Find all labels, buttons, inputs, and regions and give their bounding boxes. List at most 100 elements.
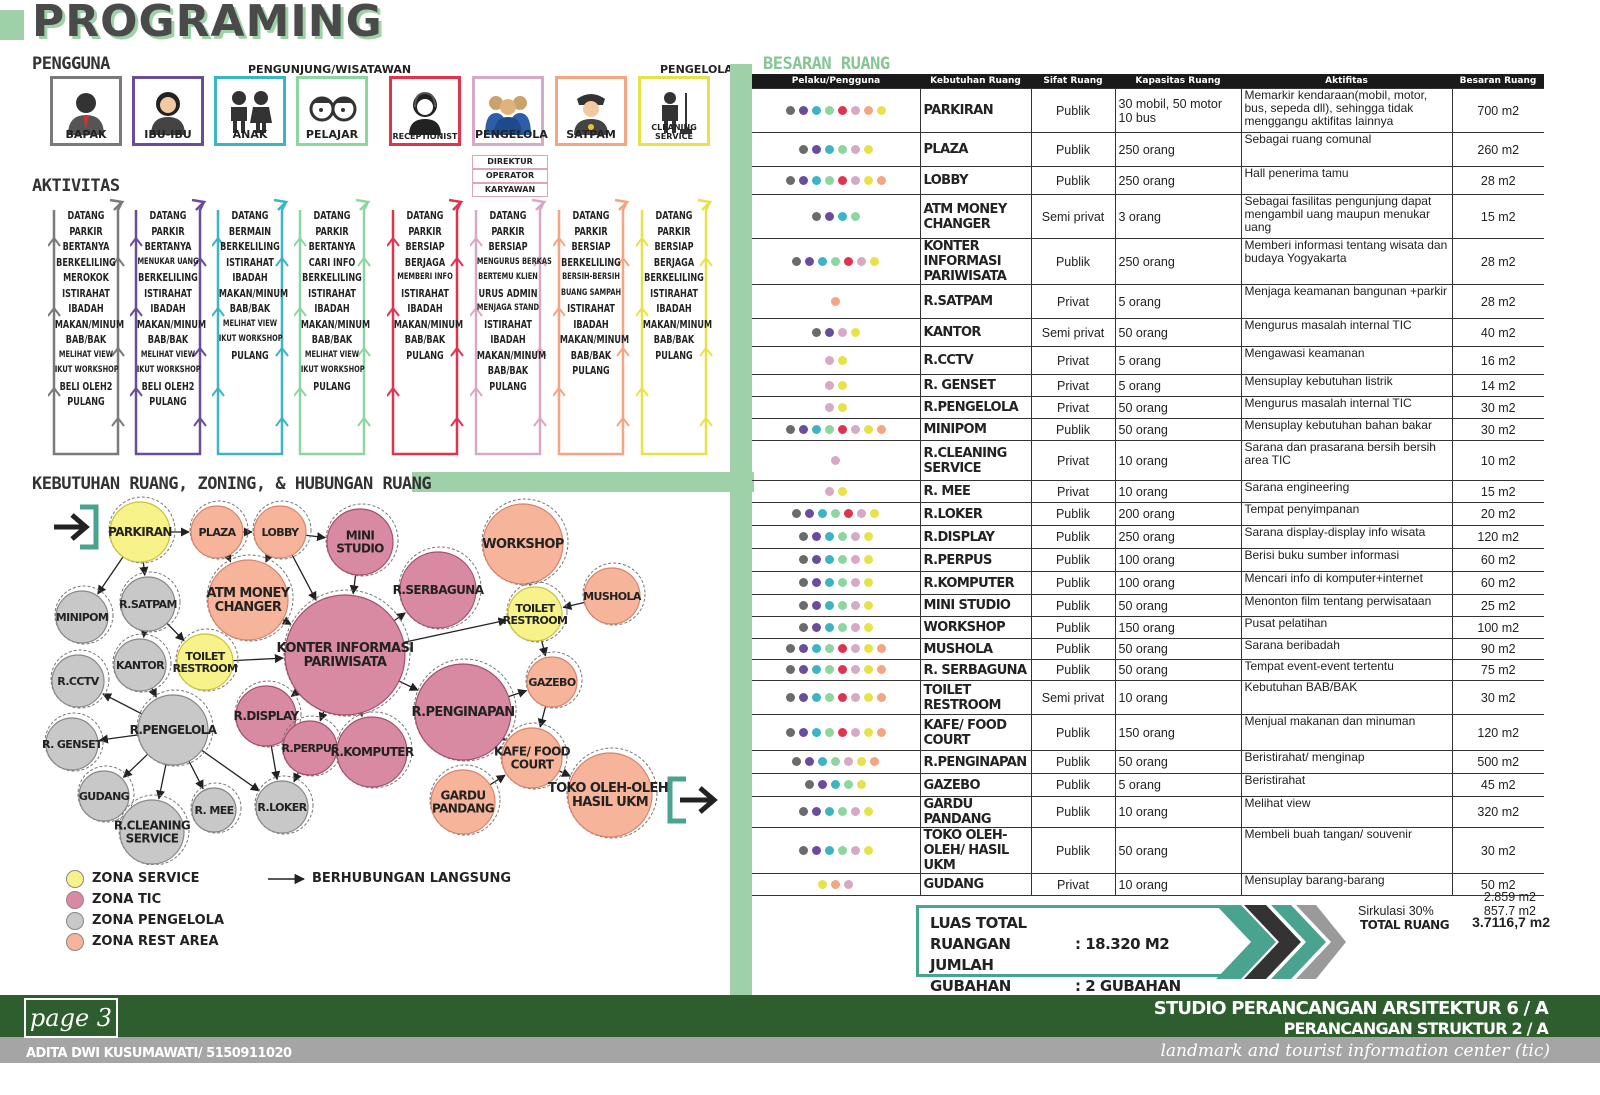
- node-circle: [191, 787, 237, 833]
- user-dot: [863, 424, 873, 434]
- legend-row: ZONA SERVICE: [66, 868, 224, 889]
- cell-room: MUSHOLA: [919, 638, 1032, 660]
- cell-room: PARKIRAN: [919, 88, 1032, 133]
- user-dot: [811, 578, 821, 587]
- activity-item: MAKAN/MINUM: [136, 317, 207, 331]
- cell-besaran: 700 m2: [1451, 88, 1544, 133]
- user-dot: [798, 727, 808, 737]
- node-outline: [77, 765, 135, 823]
- cell-room: ATM MONEY CHANGER: [919, 194, 1032, 239]
- user-box-ibu-ibu: IBU-IBU: [132, 76, 204, 146]
- cell-aktifitas: Membeli buah tangan/ souvenir: [1240, 827, 1453, 874]
- cell-room: R. MEE: [919, 480, 1032, 503]
- user-dot: [876, 424, 886, 434]
- legend-label: ZONA REST AREA: [92, 934, 219, 949]
- cell-besaran: 10 m2: [1451, 440, 1544, 481]
- cell-kapasitas: 50 orang: [1114, 594, 1242, 617]
- user-dot: [831, 509, 841, 518]
- cell-besaran: 90 m2: [1451, 638, 1544, 660]
- user-dot: [811, 144, 821, 154]
- user-dot: [863, 807, 873, 816]
- node-minipom: MINIPOM: [54, 585, 114, 645]
- activity-item: BAB/BAK: [229, 302, 271, 315]
- node-circle: [583, 567, 641, 625]
- node-outline: [506, 581, 568, 643]
- user-dot: [818, 780, 828, 789]
- summary-line: JUMLAH GUBAHAN: 2 GUBAHAN: [930, 955, 1181, 997]
- activity-item: BERSIAP: [571, 240, 611, 253]
- cell-sifat: Publik: [1030, 827, 1116, 874]
- activity-item: BERKELILING: [220, 240, 280, 253]
- cell-aktifitas: Tempat penyimpanan: [1240, 502, 1453, 526]
- cell-sifat: Semi privat: [1030, 680, 1116, 715]
- activity-item: BERSIAP: [654, 240, 694, 253]
- user-dot: [831, 296, 841, 306]
- node-label: GUDANG: [79, 790, 130, 803]
- cell-aktifitas: Mengurus masalah internal TIC: [1240, 318, 1453, 347]
- node-outline: [206, 554, 294, 642]
- table-header: Kebutuhan Ruang: [920, 74, 1031, 89]
- activity-item: IBADAH: [150, 302, 186, 315]
- table-header: Sifat Ruang: [1031, 74, 1115, 89]
- cell-users: [752, 714, 921, 751]
- user-dot: [837, 727, 847, 737]
- cell-besaran: 14 m2: [1451, 374, 1544, 397]
- node-outline: [481, 498, 569, 586]
- node-circle: [55, 590, 109, 644]
- node-circle: [113, 638, 167, 692]
- author-name: ADITA DWI KUSUMAWATI/ 5150911020: [26, 1046, 292, 1061]
- user-dot: [798, 144, 808, 154]
- user-dot: [844, 256, 854, 266]
- cell-aktifitas: Hall penerima tamu: [1240, 166, 1453, 195]
- divider-horizontal: [412, 472, 754, 492]
- user-dot: [824, 402, 834, 412]
- studio-subtitle: PERANCANGAN STRUKTUR 2 / A: [1283, 1019, 1549, 1038]
- node-label: R.CCTV: [57, 675, 100, 688]
- cell-aktifitas: Memarkir kendaraan(mobil, motor, bus, se…: [1240, 88, 1453, 133]
- cell-aktifitas: Sarana dan prasarana bersih bersih area …: [1240, 440, 1453, 481]
- cell-besaran: 30 m2: [1451, 827, 1544, 874]
- cell-users: [752, 796, 921, 828]
- node-circle: [120, 576, 176, 632]
- user-dot: [850, 845, 860, 855]
- user-label: RECEPTIONIST: [392, 132, 458, 141]
- cell-kapasitas: 10 orang: [1114, 480, 1242, 503]
- legend-row: ZONA TIC: [66, 889, 224, 910]
- total-value: 3.7116,7 m2: [1472, 914, 1550, 930]
- node-circle: [399, 551, 477, 629]
- activity-item: BERJAGA: [653, 255, 695, 269]
- relation-arrow: [139, 561, 149, 577]
- user-dot: [792, 509, 802, 518]
- activity-item: PULANG: [406, 348, 444, 362]
- relation-arrow: [166, 622, 185, 642]
- cell-users: [752, 659, 921, 681]
- user-dot: [824, 665, 834, 674]
- activity-item: BAB/BAK: [570, 348, 612, 362]
- cell-room: PLAZA: [919, 132, 1032, 167]
- activity-item: ISTIRAHAT: [401, 286, 449, 300]
- node-outline: [325, 503, 399, 577]
- node-outline: [398, 546, 482, 630]
- cell-aktifitas: Menjual makanan dan minuman: [1240, 714, 1453, 751]
- activity-item: BELI OLEH2: [59, 379, 113, 393]
- user-dot: [863, 555, 873, 564]
- activity-item: MEROKOK: [63, 271, 109, 284]
- cell-room: TOILET RESTROOM: [919, 680, 1032, 715]
- activity-item: BAB/BAK: [404, 333, 446, 346]
- cell-sifat: Privat: [1030, 284, 1116, 319]
- cell-kapasitas: 150 orang: [1114, 616, 1242, 639]
- user-dot: [824, 105, 834, 115]
- activity-item: PULANG: [572, 364, 610, 377]
- activity-item: PARKIR: [574, 224, 608, 238]
- cell-users: [752, 594, 921, 617]
